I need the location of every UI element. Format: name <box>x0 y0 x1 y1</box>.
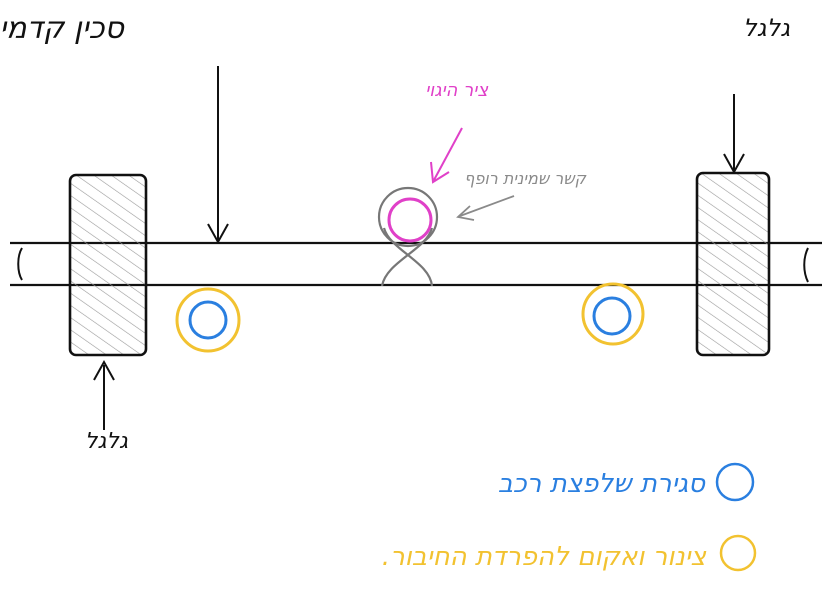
knot-loop <box>377 186 439 248</box>
knot-label: קשר שמינית רופף <box>464 169 586 188</box>
legend-blue-text: סגירת שלפצת רכב <box>498 469 706 499</box>
wheel-label-top-right: גלגל <box>743 14 790 42</box>
left-sensor <box>175 287 241 353</box>
figure-eight-knot <box>377 186 439 287</box>
front-axle-label: סכין קדמי <box>0 11 126 46</box>
pivot-arrow <box>430 127 463 184</box>
right-wheel <box>695 171 771 357</box>
legend-yellow-marker <box>719 534 757 572</box>
left-wheel-body <box>68 173 148 357</box>
axle-right-end <box>803 247 809 283</box>
right-sensor-outer <box>581 282 645 346</box>
left-sensor-outer <box>175 287 241 353</box>
legend: סגירת שלפצת רכב צינור ואקום להפרדת החיבו… <box>382 462 757 572</box>
knot-cross <box>380 227 434 287</box>
left-wheel <box>68 173 148 357</box>
legend-blue-marker <box>715 462 755 502</box>
left-sensor-inner <box>188 300 228 340</box>
axle-left-end <box>17 247 23 281</box>
left-wheel-arrow <box>93 359 115 430</box>
front-axle-arrow <box>207 66 229 245</box>
right-wheel-body <box>695 171 771 357</box>
knot-arrow <box>456 195 515 221</box>
right-sensor-inner <box>592 296 632 336</box>
wheel-label-bottom-left: גלגל <box>85 429 128 454</box>
pivot-axis-label: ציר היגוי <box>425 80 488 101</box>
right-wheel-arrow <box>723 94 745 175</box>
right-sensor <box>581 282 645 346</box>
legend-yellow-text: צינור ואקום להפרדת החיבור. <box>382 542 707 572</box>
pivot-circle <box>387 197 433 243</box>
